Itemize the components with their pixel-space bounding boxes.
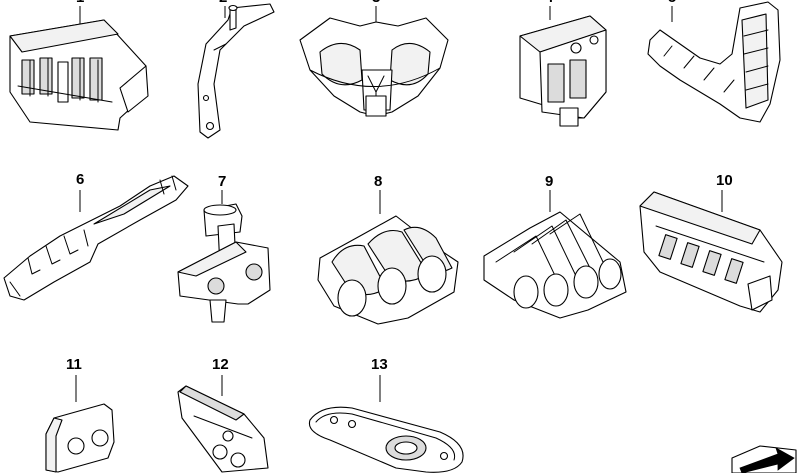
callout-7: 7 [218, 173, 227, 190]
callout-8: 8 [374, 173, 383, 190]
callout-3: 3 [372, 0, 380, 5]
callout-5: 5 [668, 0, 676, 5]
part-8-triple-holder [317, 190, 459, 325]
arrow-stamp-icon [731, 445, 797, 473]
part-4-box-holder [519, 6, 607, 127]
part-12-grommet-plate [177, 375, 269, 473]
callout-1: 1 [76, 0, 84, 5]
part-5-ribbed-clip [647, 1, 781, 123]
part-3-double-clip [299, 6, 449, 117]
callout-12: 12 [212, 356, 229, 373]
part-1-connector-block [9, 6, 149, 131]
callout-6: 6 [76, 171, 85, 188]
part-2-bracket [197, 3, 275, 139]
callout-11: 11 [66, 356, 82, 373]
part-11-grommet [45, 375, 115, 473]
callout-2: 2 [219, 0, 227, 5]
part-6-ribbed-strip [3, 175, 189, 301]
callout-9: 9 [545, 173, 554, 190]
callout-10: 10 [716, 172, 733, 189]
part-7-stud-clip [177, 190, 271, 323]
part-10-connector-block [639, 190, 783, 313]
part-13-gasket [308, 375, 464, 473]
part-9-quad-holder [483, 190, 627, 319]
callout-4: 4 [545, 0, 553, 5]
callout-13: 13 [371, 356, 388, 373]
